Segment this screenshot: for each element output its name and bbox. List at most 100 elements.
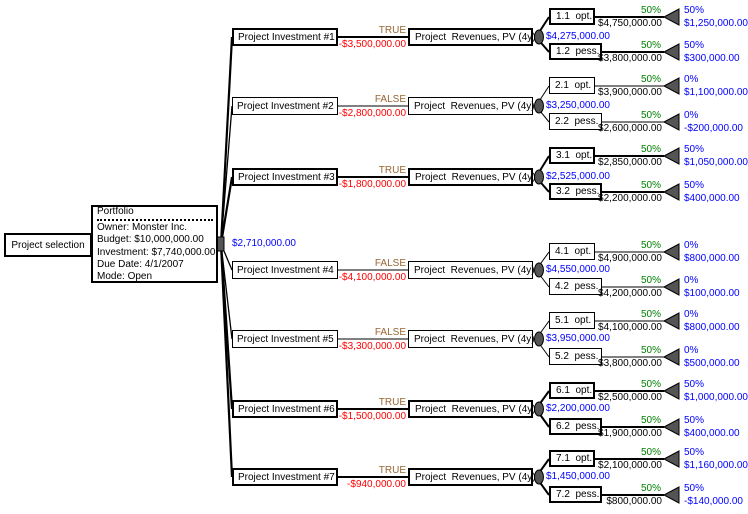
- end-node-net-value: $800,000.00: [684, 253, 740, 264]
- branch-cost-value-label: -$4,100,000.00: [338, 272, 406, 283]
- leaf-scenario-box[interactable]: 5.2 pess.: [549, 348, 602, 365]
- leaf-scenario-box[interactable]: 5.1 opt.: [549, 312, 595, 329]
- chance-node-marker[interactable]: [534, 401, 544, 417]
- branch-node-project-investment-label: Project Investment #5: [237, 333, 334, 345]
- chance-node-project-revenues[interactable]: Project Revenues, PV (4y): [408, 330, 535, 348]
- leaf-scenario-box[interactable]: 6.1 opt.: [549, 382, 595, 399]
- end-node-probability-label: 0%: [684, 275, 699, 286]
- leaf-scenario-box-label: 1.1 opt.: [556, 11, 593, 22]
- end-node-net-value-label: $1,050,000.00: [684, 157, 748, 168]
- chance-node-marker[interactable]: [534, 469, 544, 485]
- portfolio-node[interactable]: Portfolio Owner: Monster Inc. Budget: $1…: [91, 205, 218, 283]
- portfolio-due-date: Due Date: 4/1/2007: [97, 258, 184, 270]
- leaf-probability: 50%: [600, 379, 661, 390]
- chance-node-project-revenues[interactable]: Project Revenues, PV (4y): [408, 400, 536, 418]
- leaf-probability: 50%: [600, 483, 661, 494]
- end-node-probability-label: 50%: [684, 379, 705, 390]
- end-node-triangle[interactable]: [662, 312, 680, 330]
- branch-node-project-investment[interactable]: Project Investment #3: [232, 168, 338, 186]
- leaf-scenario-box-label: 7.2 pess.: [556, 489, 600, 500]
- end-node-triangle[interactable]: [662, 418, 680, 436]
- chance-expected-value-label: $1,450,000.00: [546, 471, 610, 482]
- end-node-triangle[interactable]: [662, 243, 680, 261]
- end-node-probability-label: 50%: [684, 483, 705, 494]
- leaf-probability: 50%: [600, 74, 661, 85]
- end-node-triangle[interactable]: [662, 77, 680, 95]
- chance-expected-value: $4,550,000.00: [546, 264, 610, 275]
- branch-node-project-investment[interactable]: Project Investment #5: [232, 330, 338, 348]
- portfolio-investment: Investment: $7,740,000.00: [97, 246, 216, 258]
- chance-node-marker[interactable]: [534, 331, 544, 347]
- chance-expected-value: $1,450,000.00: [546, 471, 610, 482]
- chance-node-marker[interactable]: [534, 262, 544, 278]
- leaf-probability: 50%: [600, 275, 661, 286]
- chance-node-marker[interactable]: [534, 169, 544, 185]
- leaf-payoff-value-label: $3,800,000.00: [598, 53, 662, 64]
- leaf-scenario-box[interactable]: 2.2 pess.: [549, 113, 602, 130]
- end-node-triangle[interactable]: [662, 278, 680, 296]
- branch-node-project-investment[interactable]: Project Investment #7: [232, 468, 338, 486]
- end-node-probability-label: 50%: [684, 144, 705, 155]
- branch-cost-value: -$3,500,000.00: [320, 39, 406, 50]
- end-node-probability-label: 0%: [684, 110, 699, 121]
- leaf-scenario-box[interactable]: 4.1 opt.: [549, 243, 595, 260]
- branch-node-project-investment[interactable]: Project Investment #4: [232, 261, 338, 279]
- decision-state-label: TRUE: [320, 25, 406, 36]
- chance-node-project-revenues-label: Project Revenues, PV (4y): [414, 100, 535, 112]
- end-node-triangle[interactable]: [662, 8, 680, 26]
- end-node-triangle[interactable]: [662, 113, 680, 131]
- leaf-payoff-value-label: $2,100,000.00: [598, 460, 662, 471]
- branch-node-project-investment[interactable]: Project Investment #2: [232, 97, 338, 115]
- chance-node-marker[interactable]: [534, 98, 544, 114]
- leaf-payoff-value-label: $4,200,000.00: [598, 288, 662, 299]
- end-node-triangle[interactable]: [662, 450, 680, 468]
- leaf-scenario-box-label: 7.1 opt.: [556, 453, 593, 464]
- end-node-probability-label: 0%: [684, 345, 699, 356]
- chance-node-project-revenues[interactable]: Project Revenues, PV (4y): [408, 168, 536, 186]
- leaf-payoff-value: $2,850,000.00: [580, 157, 662, 168]
- leaf-payoff-value-label: $4,100,000.00: [598, 322, 662, 333]
- branch-node-project-investment[interactable]: Project Investment #6: [232, 400, 338, 418]
- leaf-scenario-box[interactable]: 3.2 pess.: [549, 183, 602, 200]
- root-node-project-selection[interactable]: Project selection: [4, 233, 92, 257]
- portfolio-details: Portfolio Owner: Monster Inc. Budget: $1…: [93, 203, 216, 285]
- decision-state-label-label: FALSE: [374, 258, 406, 269]
- chance-node-marker[interactable]: [534, 29, 544, 45]
- end-node-triangle[interactable]: [662, 382, 680, 400]
- leaf-scenario-box[interactable]: 7.2 pess.: [549, 486, 602, 503]
- chance-expected-value-label: $3,950,000.00: [546, 333, 610, 344]
- end-node-triangle[interactable]: [662, 486, 680, 504]
- branch-node-project-investment[interactable]: Project Investment #1: [232, 28, 338, 46]
- end-node-triangle[interactable]: [662, 183, 680, 201]
- branch-cost-value: -$1,800,000.00: [320, 179, 406, 190]
- leaf-probability-label: 50%: [640, 180, 661, 191]
- chance-node-project-revenues[interactable]: Project Revenues, PV (4y): [408, 468, 536, 486]
- leaf-scenario-box[interactable]: 7.1 opt.: [549, 450, 595, 467]
- end-node-net-value-label: -$200,000.00: [684, 123, 743, 134]
- leaf-scenario-box-label: 2.1 opt.: [555, 80, 592, 91]
- leaf-payoff-value: $800,000.00: [580, 496, 662, 507]
- branch-cost-value: -$940,000.00: [320, 479, 406, 490]
- end-node-triangle[interactable]: [662, 348, 680, 366]
- leaf-scenario-box-label: 3.2 pess.: [556, 186, 600, 197]
- leaf-scenario-box[interactable]: 1.2 pess.: [549, 43, 602, 60]
- end-node-probability: 50%: [684, 483, 704, 494]
- leaf-scenario-box[interactable]: 4.2 pess.: [549, 278, 602, 295]
- leaf-scenario-box[interactable]: 2.1 opt.: [549, 77, 595, 94]
- chance-node-project-revenues[interactable]: Project Revenues, PV (4y): [408, 261, 535, 279]
- chance-expected-value: $2,525,000.00: [546, 171, 610, 182]
- leaf-scenario-box[interactable]: 1.1 opt.: [549, 8, 595, 25]
- end-node-triangle[interactable]: [662, 147, 680, 165]
- chance-node-project-revenues[interactable]: Project Revenues, PV (4y): [408, 28, 536, 46]
- end-node-probability: 50%: [684, 415, 704, 426]
- leaf-probability: 50%: [600, 5, 661, 16]
- leaf-scenario-box[interactable]: 6.2 pess.: [549, 418, 602, 435]
- chance-expected-value-label: $3,250,000.00: [546, 100, 610, 111]
- leaf-scenario-box[interactable]: 3.1 opt.: [549, 147, 595, 164]
- leaf-payoff-value: $2,600,000.00: [580, 123, 662, 134]
- end-node-triangle[interactable]: [662, 43, 680, 61]
- leaf-probability-label: 50%: [640, 74, 661, 85]
- chance-node-project-revenues[interactable]: Project Revenues, PV (4y): [408, 97, 535, 115]
- chance-node-project-revenues-label: Project Revenues, PV (4y): [415, 403, 536, 415]
